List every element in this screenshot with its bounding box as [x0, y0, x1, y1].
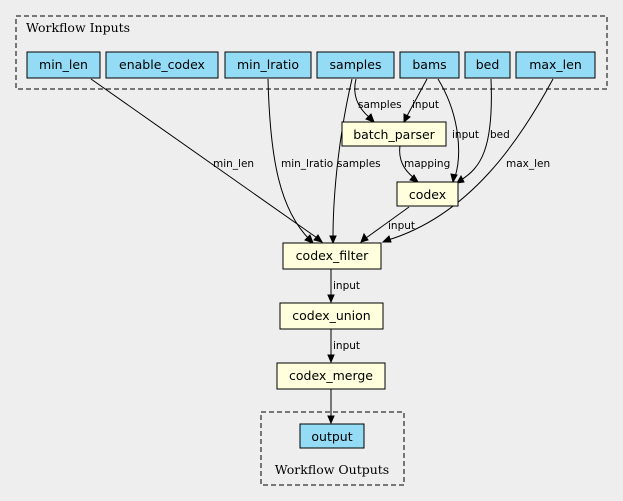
node-bed[interactable] — [464, 51, 511, 79]
node-bams-label: bams — [412, 57, 446, 72]
edge-label-filter-union: input — [333, 280, 360, 292]
edge-min-lratio-to-codex-filter — [267, 78, 311, 241]
workflow-inputs-title: Workflow Inputs — [26, 20, 130, 35]
edge-samples-to-codex-filter — [332, 78, 353, 239]
edge-label-bams-parser: input — [412, 99, 439, 111]
node-codex-union-label: codex_union — [292, 308, 370, 323]
edge-min-len-to-codex-filter — [90, 78, 321, 241]
node-codex-merge[interactable] — [276, 362, 386, 390]
edge-arrowhead — [329, 235, 337, 245]
edge-label-union-merge: input — [333, 340, 360, 352]
node-batch-parser[interactable] — [341, 121, 447, 147]
node-codex-filter-label: codex_filter — [296, 248, 370, 263]
edge-samples-to-batch-parser — [354, 78, 371, 119]
edge-label-min-len: min_len — [213, 158, 254, 170]
edge-label-min-lratio: min_lratio — [281, 158, 333, 170]
edge-arrowhead — [381, 235, 392, 243]
edge-arrowhead — [403, 113, 411, 124]
edge-label-codex-filter: input — [388, 220, 415, 232]
node-samples[interactable] — [316, 51, 395, 79]
edge-arrowhead — [456, 174, 465, 184]
edge-label-max-len: max_len — [506, 158, 550, 170]
node-bams[interactable] — [399, 51, 460, 79]
edge-bed-to-codex — [460, 78, 492, 181]
edge-arrowhead — [360, 232, 369, 243]
node-output-label: output — [311, 429, 352, 444]
node-codex-filter[interactable] — [282, 242, 382, 270]
edge-label-samples-parser: samples — [358, 99, 402, 111]
edge-max-len-to-codex-filter — [387, 78, 554, 241]
node-min-len[interactable] — [26, 51, 101, 79]
node-samples-label: samples — [330, 57, 382, 72]
edge-label-mapping: mapping — [404, 158, 450, 170]
edge-arrowhead — [304, 234, 314, 244]
edge-bams-to-batch-parser — [406, 78, 428, 117]
edge-arrowhead — [365, 113, 375, 123]
node-min-len-label: min_len — [39, 57, 88, 72]
edge-codex-to-codex-filter — [365, 206, 410, 239]
edge-label-bams-codex: input — [452, 129, 479, 141]
node-max-len[interactable] — [515, 51, 596, 79]
node-codex-union[interactable] — [279, 302, 384, 330]
node-enable-codex-label: enable_codex — [119, 57, 205, 72]
node-codex-merge-label: codex_merge — [289, 368, 373, 383]
edge-bams-to-codex — [437, 78, 460, 178]
node-codex[interactable] — [396, 181, 459, 207]
node-codex-label: codex — [409, 187, 446, 202]
node-min-lratio-label: min_lratio — [237, 57, 299, 72]
edge-arrowhead — [327, 415, 335, 425]
edge-arrowhead — [409, 174, 420, 183]
edge-arrowhead — [313, 234, 324, 243]
edge-batch-parser-to-codex — [399, 144, 415, 179]
edge-label-bed-codex: bed — [490, 129, 510, 141]
node-output[interactable] — [299, 423, 365, 449]
edge-label-samples-filter: samples — [337, 158, 381, 170]
node-min-lratio[interactable] — [224, 51, 312, 79]
workflow-outputs-cluster — [260, 411, 405, 486]
node-batch-parser-label: batch_parser — [353, 127, 435, 142]
node-max-len-label: max_len — [529, 57, 582, 72]
workflow-outputs-title: Workflow Outputs — [275, 462, 389, 477]
edge-arrowhead — [327, 354, 335, 364]
node-enable-codex[interactable] — [105, 51, 219, 79]
edge-arrowhead — [327, 294, 335, 304]
workflow-inputs-cluster — [15, 15, 608, 90]
edge-arrowhead — [450, 173, 458, 184]
node-bed-label: bed — [476, 57, 500, 72]
